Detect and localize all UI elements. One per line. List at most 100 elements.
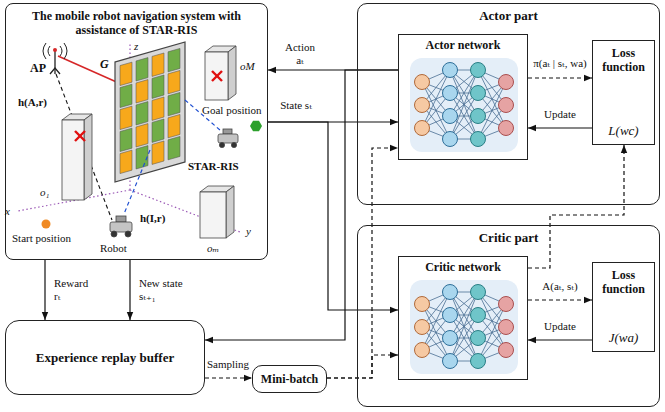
ris-element [168,136,180,159]
panel-elements [120,48,180,173]
dashed-arrow [528,145,624,268]
ris-element [152,141,164,164]
flow-arrow [44,260,45,320]
channel-line [124,150,150,214]
node-title: The mobile robot navigation system with … [14,9,259,38]
figure-label: h(I,r) [140,212,165,224]
obstacle-block [62,114,92,200]
antenna-base [50,68,60,74]
figure-label: oₘ [207,242,219,254]
buffer-box: Experience replay buffer [5,320,205,395]
node-title: Critic network [425,260,501,274]
neural-network-icon [410,58,518,152]
ris-element [152,53,164,76]
robot-wheel [125,231,131,237]
blocked-mark [212,71,222,81]
cross-stroke [212,71,222,81]
figure-label: Start position [12,232,71,244]
start-marker [42,220,51,229]
ris-element [136,124,148,147]
edge-label: π(aₜ | sₜ, wa) [531,57,589,70]
robot-sensor [223,129,232,134]
node-title: Loss function [596,46,651,75]
obstacle-block [200,186,234,238]
flow-arrow [129,260,130,320]
ris-element [120,84,132,107]
dashed-arrow [528,299,592,300]
dashed-arrow [327,355,398,378]
neural-network-icon [410,280,518,374]
block-front [205,52,228,100]
antenna-mast [54,50,55,74]
flow-arrow [528,339,592,340]
edge-label: Update [542,108,578,121]
ris-element [168,92,180,115]
cross-stroke [212,71,222,81]
ris-element [136,146,148,169]
ris-element [120,62,132,85]
cross-stroke [75,131,85,141]
loss-box: Loss functionJ(wa) [592,262,655,352]
ris-element [120,106,132,129]
figure-label: STAR-RIS [188,160,239,172]
batch-box: Mini-batch [252,365,327,393]
ris-element [168,114,180,137]
loss-formula: L(wc) [608,123,638,139]
loss-formula: J(wa) [609,330,639,346]
block-side [226,186,234,238]
blocked-mark [75,131,85,141]
node-title: Critic part [479,230,539,246]
robot-wheel [111,231,117,237]
block-side [228,46,236,100]
figure-label: Robot [100,242,127,254]
node-title: Mini-batch [261,372,318,386]
antenna-waves [43,43,67,59]
channel-line [56,74,112,220]
edge-label: Action aₜ [279,41,321,67]
robot-body [110,222,132,232]
ris-element [152,75,164,98]
ris-element [120,150,132,173]
figure-label: x [5,205,10,217]
antenna-tip [53,48,57,52]
flow-arrow [268,122,398,310]
actor-panel: Actor partActor networkLoss functionL(wc… [357,3,660,205]
dashed-arrow [528,77,592,78]
block-side [84,114,92,200]
figure-label: G [100,58,109,71]
figure-label: AP [30,62,46,75]
dashed-arrow [205,377,252,378]
node-title: Experience replay buffer [36,350,174,366]
access-point-icon [43,43,67,74]
ris-element [136,58,148,81]
ris-element [168,48,180,71]
block-front [200,192,226,238]
ris-element [136,102,148,125]
figure-label: Goal position [202,104,262,116]
robot-icon [110,216,132,237]
network-box: Actor network [398,34,528,160]
cross-stroke [75,131,85,141]
star-ris-panel [115,42,185,182]
edge-label: New state sₜ₊₁ [137,277,193,303]
ris-element [152,119,164,142]
panel-frame [115,42,185,182]
figure-label: oM [240,60,255,72]
network-box: Critic network [398,256,528,380]
robot-wheel [231,142,236,147]
edge-label: Sampling [205,358,251,371]
obstacle-block [205,46,236,100]
edge-label: State sₜ [278,99,314,112]
node-title: Loss function [596,268,651,297]
ris-element [136,80,148,103]
ris-element [168,70,180,93]
ris-element [120,128,132,151]
edge-label: A(aₜ, sₜ) [540,280,579,293]
edge-label: Update [542,320,578,333]
robot-body [218,134,238,143]
ris-element [152,97,164,120]
figure-label: o₁ [40,186,49,198]
figure-label: y [246,225,251,237]
block-front [62,120,84,200]
